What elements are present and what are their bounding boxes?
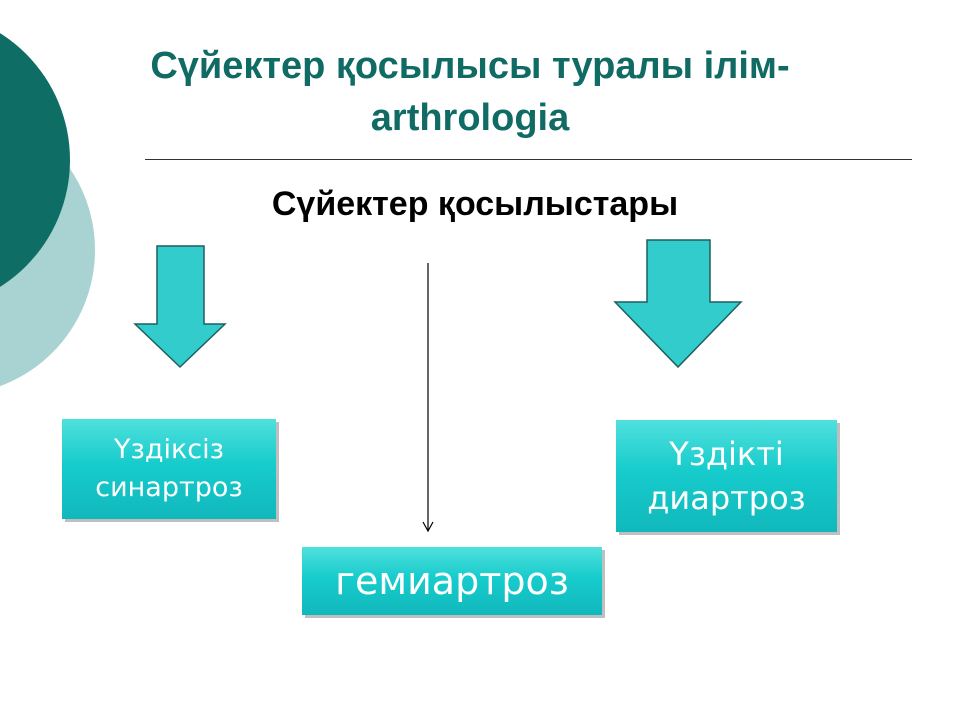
node-sinartroz: Үздіксіз синартроз: [62, 419, 276, 519]
decorative-circles: [0, 33, 95, 387]
title-line-2: arthrologia: [370, 97, 570, 139]
arrow-left: [133, 245, 227, 369]
node-sinartroz-line-1: Үздіксіз: [113, 434, 225, 465]
node-sinartroz-line-2: синартроз: [95, 472, 243, 503]
arrow-right: [613, 239, 743, 369]
slide-title: Сүйектер қосылысы туралы ілім- arthrolog…: [40, 40, 900, 144]
node-diartroz-line-2: диартроз: [647, 479, 806, 517]
diagram-root-label: Сүйектер қосылыстары: [271, 185, 679, 223]
decor-circle-dark: [0, 33, 70, 287]
node-diartroz: Үздікті диартроз: [616, 420, 837, 532]
title-line-1: Сүйектер қосылысы туралы ілім-: [150, 45, 790, 87]
arrow-center-head: [422, 521, 434, 533]
node-diartroz-line-1: Үздікті: [669, 435, 784, 473]
title-divider: [145, 159, 912, 160]
node-gemiartroz: гемиартроз: [302, 547, 602, 615]
node-gemiartroz-label: гемиартроз: [335, 559, 569, 603]
